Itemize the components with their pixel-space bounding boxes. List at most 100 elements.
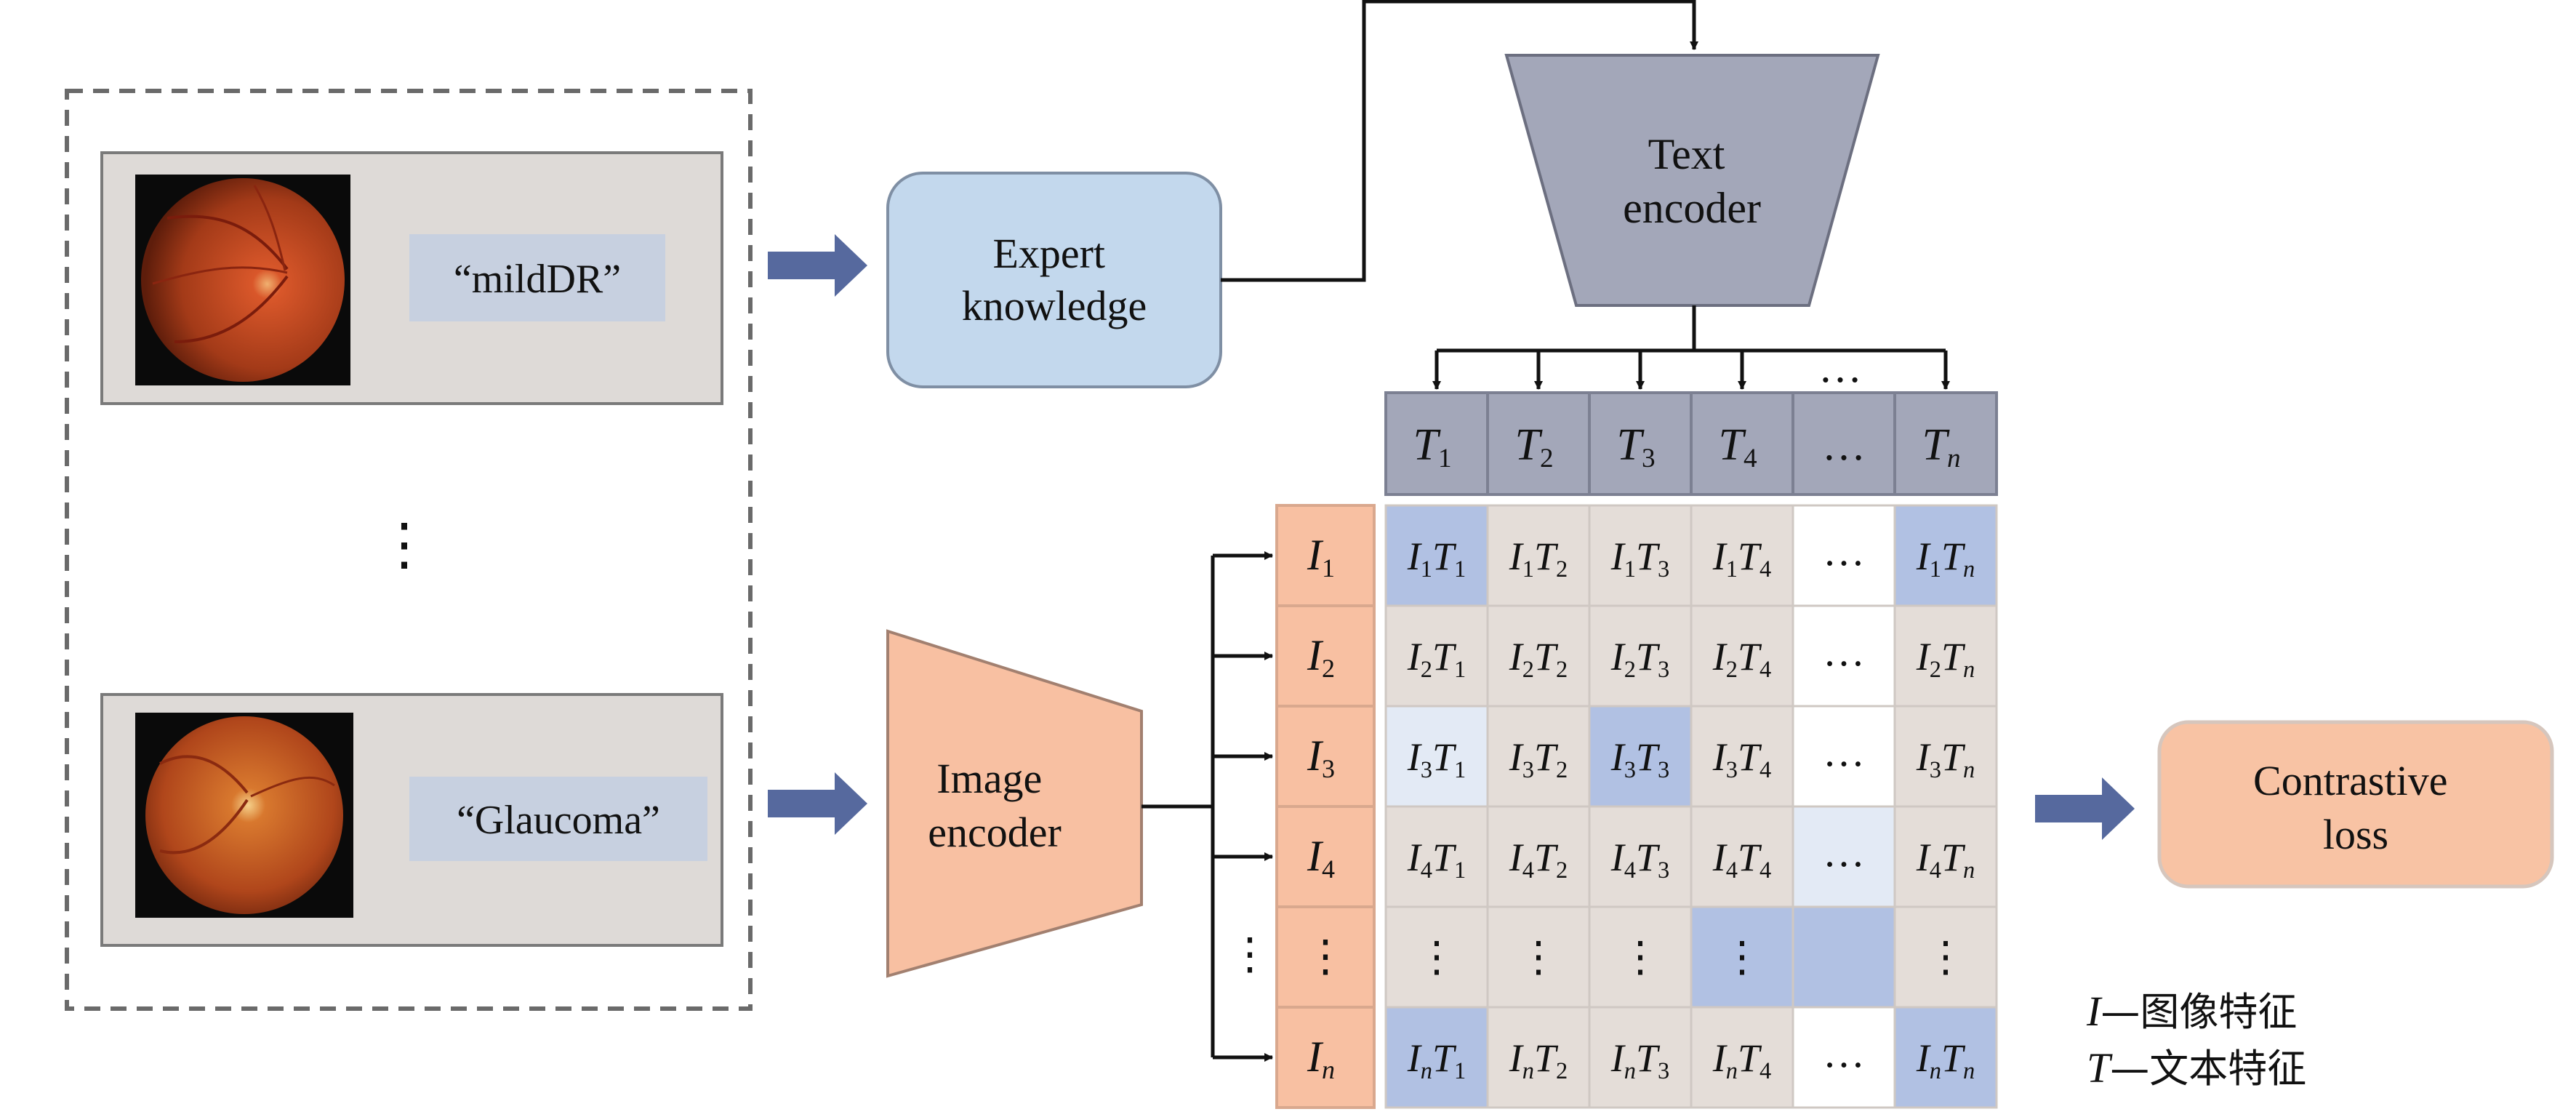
diagnosis-label: “Glaucoma” (457, 798, 660, 843)
expert-knowledge-box (886, 172, 1222, 388)
similarity-value: I3T4 (1712, 735, 1771, 783)
similarity-cell (1486, 1006, 1591, 1109)
similarity-cell (1486, 805, 1591, 908)
similarity-cell (1893, 805, 1998, 908)
similarity-value: I3T2 (1509, 735, 1568, 783)
similarity-cell (1384, 604, 1489, 708)
block-arrow-to-loss (2035, 777, 2135, 840)
similarity-cell (1690, 1006, 1794, 1109)
similarity-ellipsis: … (1823, 828, 1865, 876)
fundus-image-icon (145, 716, 343, 914)
similarity-cell (1588, 905, 1693, 1009)
similarity-cell (1588, 705, 1693, 808)
similarity-value: I2T1 (1407, 635, 1466, 683)
similarity-cell (1588, 604, 1693, 708)
similarity-ellipsis: … (1823, 527, 1865, 574)
connector-expert-to-text-encoder (1221, 0, 1698, 282)
similarity-value: I3T3 (1610, 735, 1669, 783)
similarity-cell (1893, 905, 1998, 1009)
legend: I—图像特征 T—文本特征 (2086, 988, 2306, 1092)
similarity-value: InTn (1916, 1036, 1975, 1084)
similarity-value: I2T4 (1712, 635, 1771, 683)
text-feature-cell (1384, 391, 1489, 496)
text-feature-cell (1486, 391, 1591, 496)
image-feature-label: I1 (1307, 531, 1335, 582)
similarity-cell (1791, 604, 1896, 708)
image-feature-label: I2 (1307, 631, 1335, 683)
image-feature-cell (1275, 1006, 1376, 1109)
similarity-cell (1791, 705, 1896, 808)
similarity-ellipsis: ⋮ (1925, 933, 1967, 980)
diagnosis-label-box (409, 234, 665, 321)
text-feature-top-ellipsis: … (1818, 343, 1862, 391)
text-feature-ellipsis: … (1822, 421, 1866, 469)
similarity-value: I4T4 (1712, 836, 1771, 884)
text-feature-cell (1588, 391, 1693, 496)
diagnosis-label-box (409, 777, 707, 861)
legend-item-image-feature: I—图像特征 (2086, 988, 2297, 1035)
text-encoder-label: Text encoder (1623, 130, 1761, 232)
similarity-value: I1T2 (1509, 535, 1568, 582)
similarity-value: InT4 (1712, 1036, 1771, 1084)
similarity-cell (1690, 604, 1794, 708)
similarity-cell (1893, 1006, 1998, 1109)
text-feature-label: T4 (1718, 420, 1757, 473)
similarity-value: I4T3 (1610, 836, 1669, 884)
image-feature-cell (1275, 705, 1376, 808)
similarity-cell (1690, 504, 1794, 607)
image-encoder-label: Image encoder (928, 755, 1062, 856)
image-encoder-trapezoid (886, 629, 1143, 978)
similarity-value: I2T3 (1610, 635, 1669, 683)
text-feature-label: Tn (1922, 420, 1960, 473)
similarity-cell (1791, 1006, 1896, 1109)
similarity-value: InT1 (1407, 1036, 1466, 1084)
image-feature-label: I3 (1307, 732, 1335, 783)
similarity-cell (1384, 805, 1489, 908)
similarity-value: I1T1 (1407, 535, 1466, 582)
similarity-cell (1791, 905, 1896, 1009)
diagnosis-label: “mildDR” (454, 257, 621, 302)
text-feature-cell (1791, 391, 1896, 496)
similarity-cell (1486, 604, 1591, 708)
similarity-cell (1384, 705, 1489, 808)
similarity-cell (1486, 504, 1591, 607)
text-feature-label: T1 (1413, 420, 1451, 473)
image-feature-ellipsis: ⋮ (1304, 932, 1347, 980)
similarity-ellipsis: … (1823, 1029, 1865, 1076)
legend-item-text-feature: T—文本特征 (2087, 1044, 2306, 1092)
similarity-cell (1690, 705, 1794, 808)
similarity-cell (1893, 504, 1998, 607)
similarity-value: I4T2 (1509, 836, 1568, 884)
similarity-cell (1588, 1006, 1693, 1109)
similarity-value: I3Tn (1916, 735, 1975, 783)
text-encoder-trapezoid (1504, 54, 1880, 307)
input-sample-1: “mildDR” (100, 151, 723, 405)
image-feature-left-ellipsis: ⋮ (1228, 930, 1272, 978)
image-feature-label: I4 (1307, 832, 1335, 884)
similarity-value: I2T2 (1509, 635, 1568, 683)
similarity-value: I4T1 (1407, 836, 1466, 884)
image-feature-arrows (1141, 551, 1273, 1062)
similarity-cell (1486, 905, 1591, 1009)
similarity-value: I2Tn (1916, 635, 1975, 683)
image-feature-cell (1275, 905, 1376, 1009)
similarity-ellipsis: ⋮ (1619, 933, 1661, 980)
similarity-cell (1690, 905, 1794, 1009)
image-feature-label: In (1307, 1033, 1335, 1084)
text-feature-arrows (1432, 305, 1950, 390)
similarity-value: InT3 (1610, 1036, 1669, 1084)
text-feature-cell (1893, 391, 1998, 496)
expert-knowledge-label: Expert knowledge (962, 230, 1147, 329)
contrastive-loss-box (2157, 720, 2554, 889)
similarity-value: I4Tn (1916, 836, 1975, 884)
text-feature-label: T3 (1616, 420, 1655, 473)
similarity-cell (1384, 1006, 1489, 1109)
similarity-cell (1791, 805, 1896, 908)
similarity-value: I1Tn (1916, 535, 1975, 582)
similarity-ellipsis: ⋮ (1517, 933, 1560, 980)
block-arrow-to-expert (768, 234, 867, 297)
